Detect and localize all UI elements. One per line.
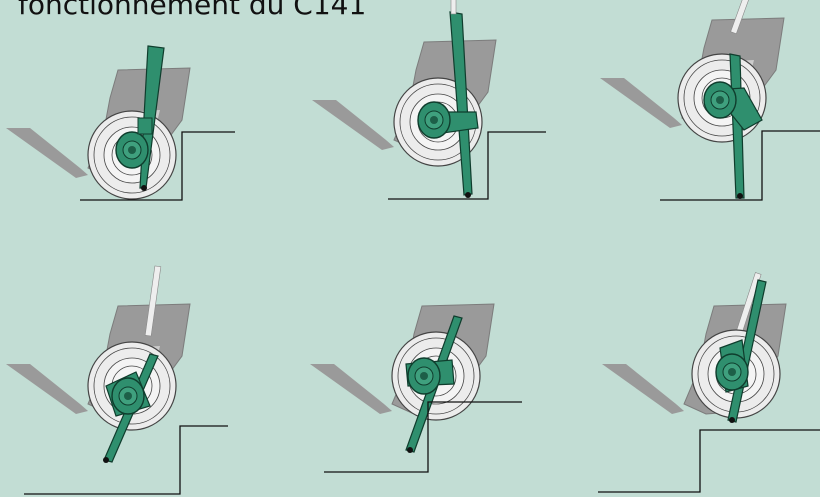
hub-cam-1 xyxy=(116,132,148,168)
hub-cam-3 xyxy=(704,82,736,118)
hub-cam-4 xyxy=(112,378,144,414)
step-panel-2 xyxy=(312,0,546,199)
step-panel-4 xyxy=(6,266,228,494)
step-panel-1 xyxy=(6,46,235,200)
step-ground-6 xyxy=(598,430,820,492)
hub-cam-6 xyxy=(716,354,748,390)
step-panel-5 xyxy=(310,304,522,472)
step-panel-3 xyxy=(600,0,820,200)
hub-cam-2 xyxy=(418,102,450,138)
hub-cam-5 xyxy=(408,358,440,394)
step-panel-6 xyxy=(598,273,820,492)
step-ground-4 xyxy=(24,426,228,494)
